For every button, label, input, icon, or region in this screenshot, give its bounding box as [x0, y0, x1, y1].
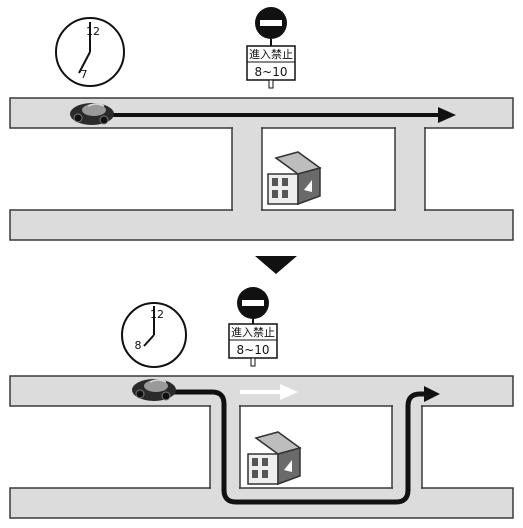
clock-icon: 12 7 [55, 17, 125, 87]
down-triangle-icon [255, 256, 297, 274]
sign-time-range: 8~10 [237, 343, 270, 357]
clock-label-12: 12 [150, 308, 164, 321]
car-icon [132, 379, 176, 401]
clock-label-8: 8 [135, 339, 142, 352]
sign-restriction-text: 進入禁止 [249, 48, 293, 61]
detour-arrowhead [424, 386, 440, 402]
clock-label-7: 7 [81, 68, 88, 81]
right-connector-road [394, 127, 426, 211]
clock-icon: 12 8 [121, 302, 187, 368]
building-icon [247, 431, 302, 486]
panel-after: 12 8 進入禁止 8~10 [9, 287, 514, 519]
building-icon [267, 151, 322, 206]
no-entry-sign-icon: 進入禁止 8~10 [246, 7, 296, 89]
panel-before: 12 7 進入禁止 8~10 [9, 7, 514, 241]
sign-time-range: 8~10 [255, 65, 288, 79]
detour-route-arrow [170, 389, 425, 505]
road-network [9, 375, 514, 519]
left-connector-road [231, 127, 263, 211]
blocked-route-arrow [240, 384, 298, 400]
no-entry-sign-icon: 進入禁止 8~10 [228, 287, 278, 367]
car-icon [70, 103, 114, 125]
clock-label-12: 12 [86, 25, 100, 38]
lower-road [9, 209, 514, 241]
route-arrowhead [438, 107, 456, 123]
sign-restriction-text: 進入禁止 [231, 326, 275, 339]
